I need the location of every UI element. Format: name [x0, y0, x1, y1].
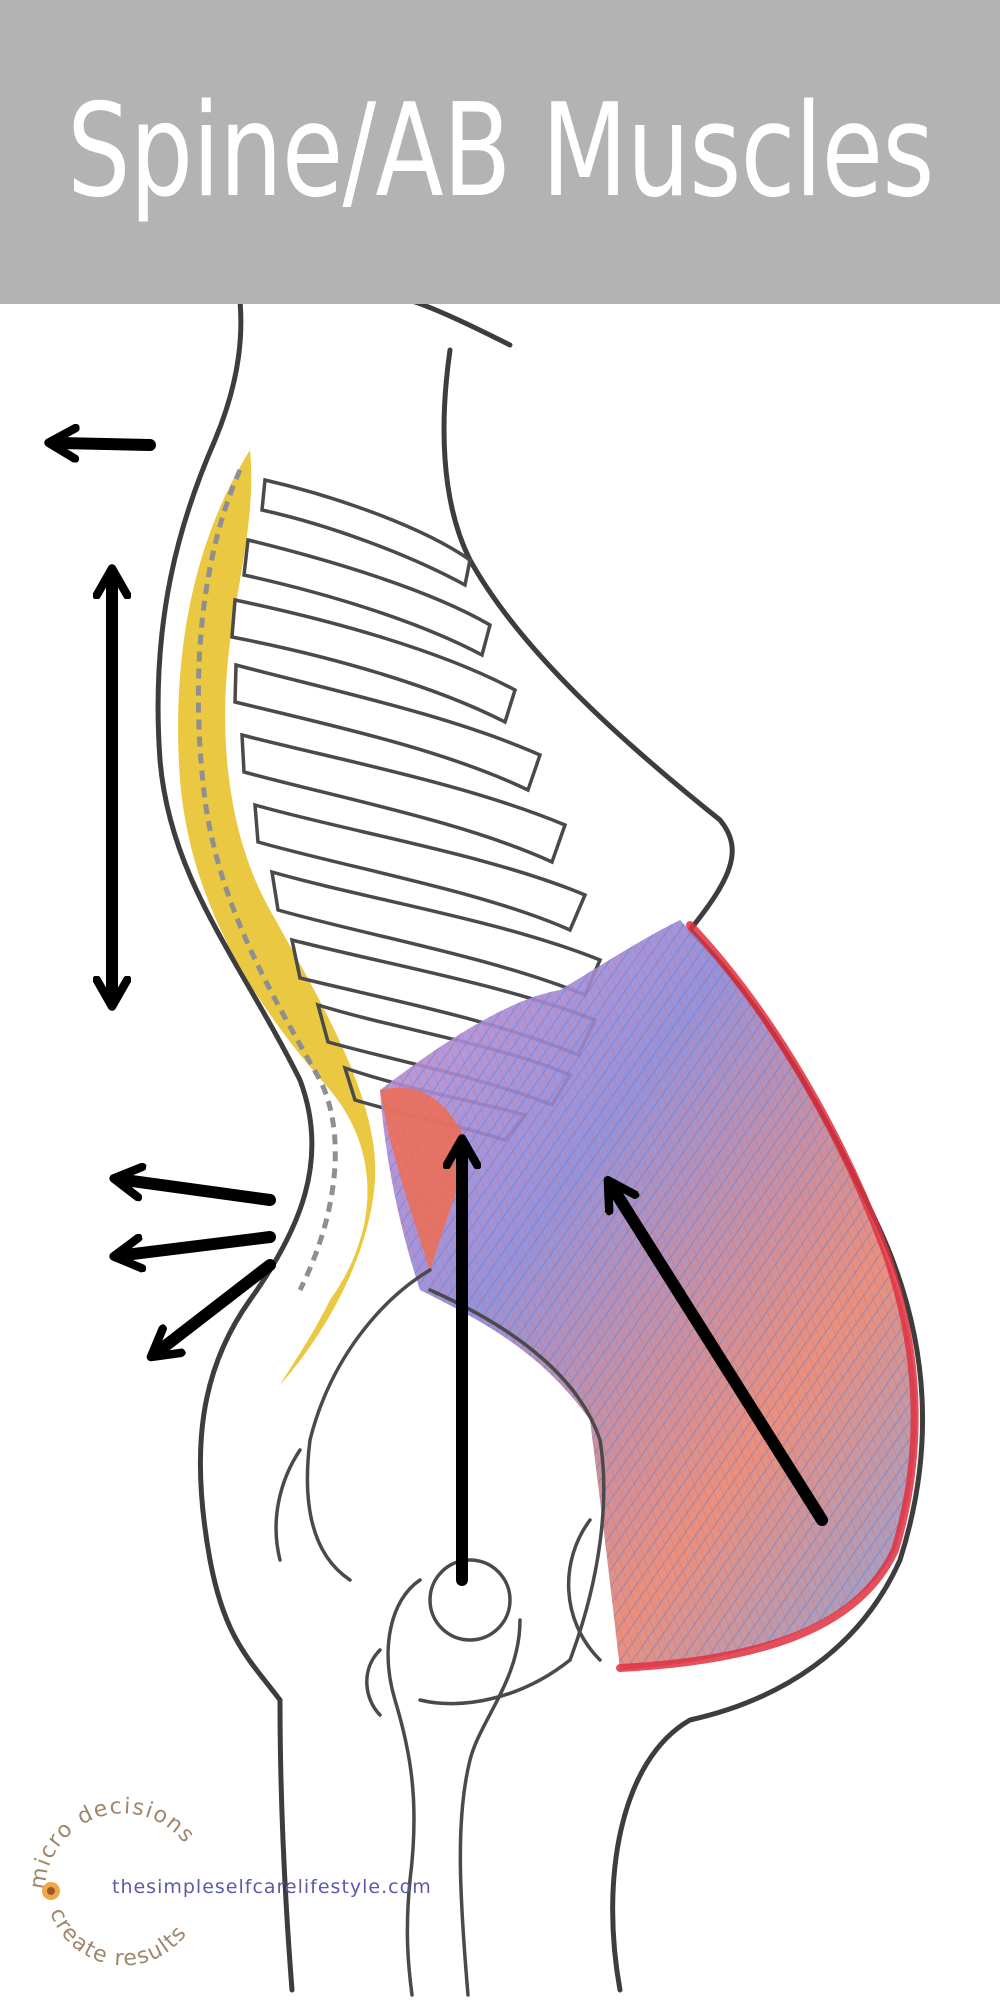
- title-banner: Spine/AB Muscles: [0, 0, 1000, 304]
- arrow-lower-back-3: [160, 1259, 276, 1350]
- sunflower-icon: [42, 1882, 60, 1900]
- spine-column: [195, 468, 338, 1292]
- arrow-oblique-up: [614, 1190, 828, 1526]
- svg-text:create results: create results: [44, 1905, 192, 1972]
- pelvis-and-femur: [274, 1268, 606, 1997]
- arrow-lower-back-1: [125, 1180, 276, 1206]
- arrow-upper-back-left: [60, 443, 156, 445]
- body-back-outline: [155, 281, 315, 1993]
- force-arrows: [60, 443, 828, 1586]
- arrow-lower-back-2: [125, 1231, 276, 1255]
- spine-muscle: [178, 450, 376, 1385]
- external-oblique: [380, 1087, 470, 1270]
- page-title: Spine/AB Muscles: [66, 77, 934, 226]
- rectus-abdominis-edge: [616, 921, 919, 1672]
- website-url: thesimpleselfcarelifestyle.com: [112, 1876, 432, 1898]
- logo-bottom-text: create results: [44, 1905, 191, 1972]
